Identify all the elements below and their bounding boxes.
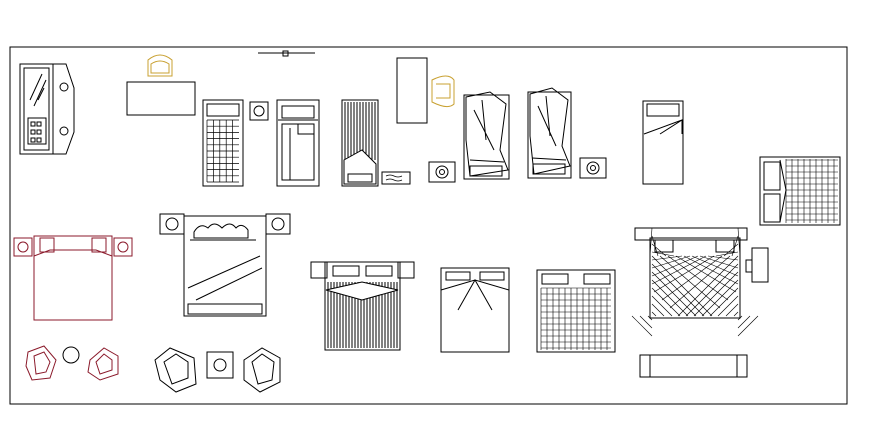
double-bed-grid-rotated	[759, 156, 841, 226]
single-bed-folded-sheet	[276, 99, 320, 187]
single-bed-crumpled-a	[463, 91, 510, 180]
nightstand-round-b	[579, 157, 607, 179]
single-bed-striped	[341, 99, 379, 187]
nightstand-square	[249, 101, 269, 121]
single-bed-crumpled-b	[527, 87, 572, 179]
rug-small	[381, 171, 411, 185]
double-bed-diamond	[631, 227, 769, 337]
wardrobe-cabinet	[19, 63, 75, 155]
bench	[639, 354, 748, 378]
single-bed-turned-down	[642, 100, 684, 185]
double-bed-grid	[536, 269, 616, 353]
desk-tall-with-chair	[396, 57, 455, 124]
double-bed-plain	[440, 267, 510, 353]
double-bed-pillows	[159, 213, 291, 317]
armchair-pair-sketch	[154, 347, 281, 393]
double-bed-red	[13, 235, 133, 321]
double-bed-striped	[310, 261, 415, 351]
nightstand-round-a	[428, 161, 456, 183]
drawing-border	[9, 46, 848, 405]
single-bed-quilted	[202, 99, 244, 187]
armchair-pair-red	[25, 345, 119, 381]
scale-marker	[258, 50, 315, 57]
desk-with-chair	[126, 54, 196, 116]
